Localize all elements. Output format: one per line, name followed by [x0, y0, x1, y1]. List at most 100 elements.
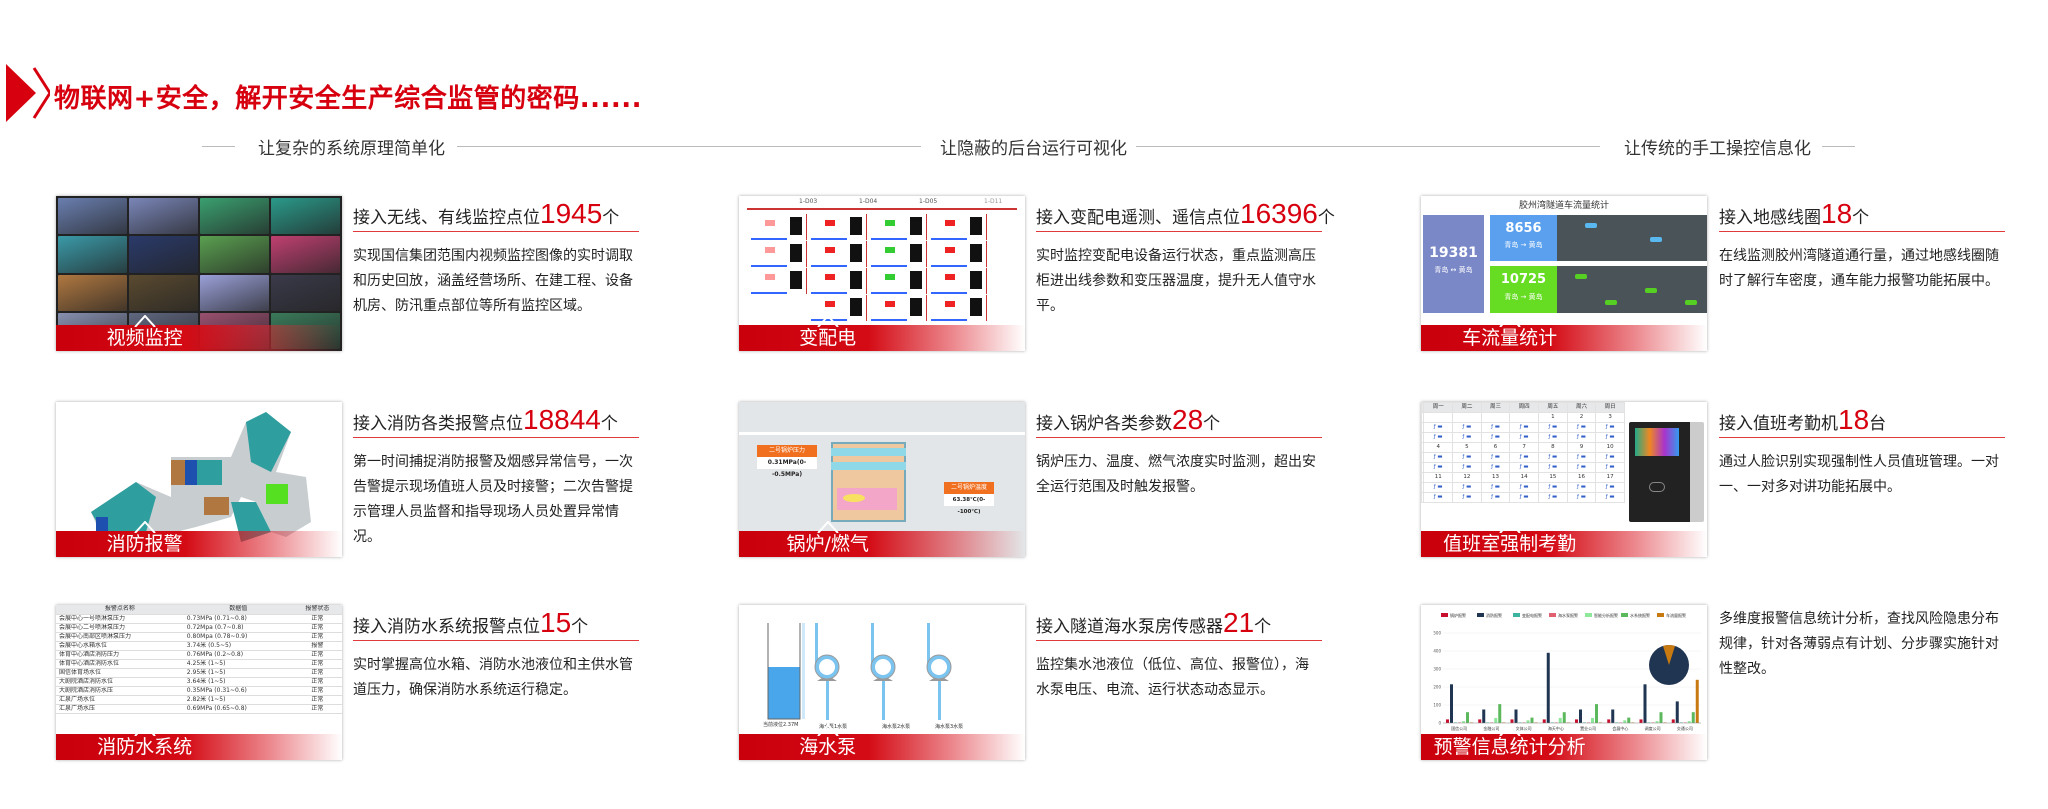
bar: [1542, 719, 1546, 723]
bar: [1482, 709, 1486, 723]
bar: [1591, 717, 1594, 723]
table-row: ƒ ▬ƒ ▬ƒ ▬ƒ ▬ƒ ▬ƒ ▬ƒ ▬: [1421, 422, 1625, 433]
pump-icon: [870, 623, 896, 720]
bar: [1494, 717, 1498, 723]
bar: [1671, 719, 1675, 723]
fire-alarm-image: 消防报警: [56, 402, 342, 557]
pump-label: 海水泵2水泵: [882, 724, 911, 730]
camera-feed-tile: [271, 274, 340, 311]
camera-feed-tile: [129, 236, 198, 273]
bar: [1546, 652, 1550, 723]
bar: [1454, 722, 1457, 723]
table-row: ƒ ▬ƒ ▬ƒ ▬ƒ ▬ƒ ▬ƒ ▬ƒ ▬: [1421, 482, 1625, 493]
bar: [1587, 722, 1590, 723]
bar: [1651, 722, 1655, 723]
bar: [1643, 684, 1647, 723]
x-tick-label: 文体公司: [1516, 725, 1532, 731]
x-tick-label: 海天中心: [1548, 725, 1564, 731]
card-heading: 接入地感线圈18个: [1719, 196, 2005, 232]
bar: [1683, 722, 1687, 723]
bar: [1562, 712, 1566, 723]
table-row: ƒ ▬ƒ ▬ƒ ▬ƒ ▬ƒ ▬ƒ ▬ƒ ▬: [1421, 462, 1625, 473]
pressure-value: 0.31MPa(0--0.5MPa): [757, 457, 817, 478]
section-subtitle: 让隐蔽的后台运行可视化: [940, 139, 1127, 159]
card-label: 消防水系统: [97, 736, 193, 758]
card-label: 值班室强制考勤: [1443, 533, 1577, 555]
power-info: 接入变配电遥测、遥信点位16396个 实时监控变配电设备运行状态，重点监测高压柜…: [1036, 196, 1335, 319]
switchgear-cell: [867, 241, 927, 267]
card-label: 车流量统计: [1462, 327, 1558, 349]
card-heading: 接入变配电遥测、遥信点位16396个: [1036, 196, 1335, 232]
card-description: 通过人脸识别实现强制性人员值班管理。一对一、一对多对讲功能拓展中。: [1719, 454, 1999, 495]
switchgear-cell: [867, 214, 927, 240]
table-row: ƒ ▬ƒ ▬ƒ ▬ƒ ▬ƒ ▬ƒ ▬ƒ ▬: [1421, 452, 1625, 463]
pressure-label: 二号锅炉压力: [757, 445, 817, 457]
chevron-up-icon: [133, 724, 156, 736]
legend-label: 变配电报警: [1522, 612, 1542, 618]
bar: [1687, 721, 1691, 723]
bar: [1655, 721, 1659, 723]
page-title: 物联网+安全，解开安全生产综合监管的密码......: [54, 84, 643, 114]
bar: [1458, 722, 1461, 723]
bar: [1575, 719, 1578, 723]
bar: [1579, 709, 1582, 723]
video-info: 接入无线、有线监控点位1945个 实现国信集团范围内视频监控图像的实时调取和历史…: [353, 196, 639, 319]
card-description: 锅炉压力、温度、燃气浓度实时监测，超出安全运行范围及时触发报警。: [1036, 454, 1316, 495]
table-header: 周一周二周三周四周五周六周日: [1421, 402, 1625, 413]
bar: [1663, 722, 1667, 723]
card-heading: 接入隧道海水泵房传感器21个: [1036, 605, 1322, 641]
pie-slice: [1663, 645, 1675, 665]
bar: [1446, 719, 1449, 723]
card-heading: 接入锅炉各类参数28个: [1036, 402, 1322, 438]
bar: [1498, 704, 1502, 723]
water-info: 接入消防水系统报警点位15个 实时掌握高位水箱、消防水池液位和主供水管道压力，确…: [353, 605, 639, 703]
legend-label: 车流量报警: [1666, 612, 1686, 618]
tank-level-label: 当前液位2.37M: [763, 722, 799, 728]
alarm-info: 多维度报警信息统计分析，查找风险隐患分布规律，针对各薄弱点有计划、分步骤实施针对…: [1719, 605, 2005, 682]
camera-feed-tile: [200, 198, 269, 235]
switchgear-cell: [927, 214, 987, 240]
card-label: 海水泵: [799, 736, 857, 758]
card-label: 变配电: [799, 327, 857, 349]
card-description: 实现国信集团范围内视频监控图像的实时调取和历史回放，涵盖经营场所、在建工程、设备…: [353, 248, 633, 314]
x-tick-label: 置业公司: [1580, 725, 1596, 731]
chevron-up-icon: [1498, 315, 1521, 327]
chevron-up-icon: [816, 315, 839, 327]
legend-swatch: [1513, 613, 1520, 617]
x-tick-label: 会展中心: [1612, 725, 1628, 731]
pump-label: 海水泵3水泵: [935, 724, 964, 730]
temperature-label: 二号锅炉温度: [944, 482, 994, 494]
card-description: 实时监控变配电设备运行状态，重点监测高压柜进出线参数和变压器温度，提升无人值守水…: [1036, 248, 1316, 314]
title-arrow-icon: [6, 64, 50, 122]
bar: [1534, 722, 1538, 723]
video-surveillance-image: 视频监控: [56, 196, 342, 351]
legend-swatch: [1477, 613, 1484, 617]
camera-feed-tile: [271, 198, 340, 235]
pump-info: 接入隧道海水泵房传感器21个 监控集水池液位（低位、高位、报警位），海水泵电压、…: [1036, 605, 1322, 703]
bar: [1627, 717, 1631, 723]
bar: [1566, 722, 1570, 723]
bar: [1558, 717, 1562, 723]
bar: [1675, 701, 1679, 723]
camera-feed-tile: [200, 274, 269, 311]
schematic-label: 1-D05: [919, 198, 938, 205]
section-subtitle: 让传统的手工操控信息化: [1624, 139, 1811, 159]
card-heading: 接入值班考勤机18台: [1719, 402, 2005, 438]
bar: [1619, 722, 1623, 723]
camera-feed-tile: [58, 274, 127, 311]
alarm-bar-chart: 锅炉报警消防报警变配电报警海水泵报警智能分析报警水系统报警车流量报警010020…: [1433, 612, 1701, 731]
power-distribution-image: 1-D03 1-D04 1-D05 1-D11 变配电: [739, 196, 1025, 351]
card-description: 实时掌握高位水箱、消防水池液位和主供水管道压力，确保消防水系统运行稳定。: [353, 657, 633, 698]
card-description: 第一时间捕捉消防报警及烟感异常信号，一次告警提示现场值班人员及时接警；二次告警提…: [353, 454, 633, 545]
bar: [1615, 722, 1619, 723]
bar: [1647, 722, 1651, 723]
traffic-panel-title: 胶州湾隧道车流量统计: [1518, 201, 1609, 211]
